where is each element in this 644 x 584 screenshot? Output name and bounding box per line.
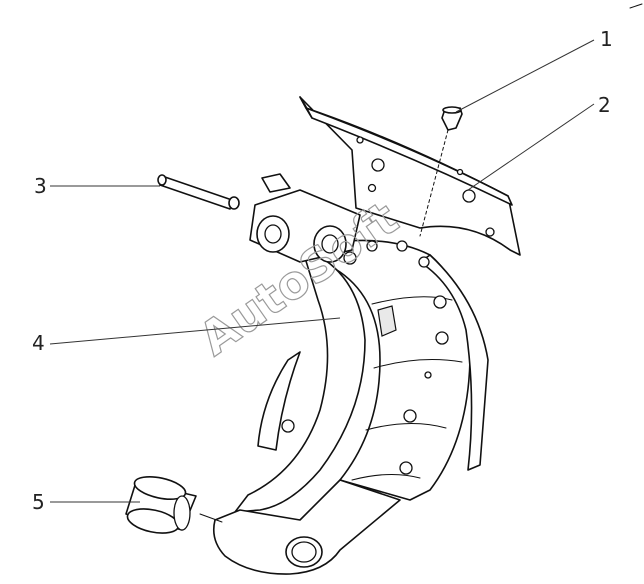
shoe-rivet	[435, 331, 449, 345]
shoe-rivet	[424, 371, 432, 379]
leader-line-1	[455, 39, 595, 113]
shoe-rivet	[403, 409, 417, 423]
shoe-rivet	[433, 295, 447, 309]
lining-hole	[456, 168, 464, 176]
leader-lines	[49, 39, 595, 503]
callout-4: 4	[32, 331, 45, 355]
callout-5: 5	[32, 490, 45, 514]
leader-line-2	[467, 103, 595, 191]
shoe-rivet	[281, 419, 295, 433]
leader-line-4	[49, 317, 341, 345]
lining-hole	[462, 189, 476, 203]
part-2-lining-plate	[299, 96, 521, 256]
part-1-rivet	[419, 106, 463, 237]
part-5-bushing	[125, 476, 223, 534]
anchor-bracket	[249, 173, 430, 268]
lining-hole	[356, 136, 364, 144]
lining-hole	[485, 227, 495, 237]
part-4-brake-shoe	[212, 239, 489, 575]
shoe-rivet	[399, 461, 413, 475]
lining-hole	[367, 183, 377, 193]
corner-mark	[629, 3, 643, 9]
callout-1: 1	[600, 27, 613, 51]
callout-2: 2	[598, 93, 611, 117]
lining-hole	[371, 158, 385, 172]
part-3-pin	[157, 174, 240, 210]
callout-3: 3	[34, 174, 47, 198]
